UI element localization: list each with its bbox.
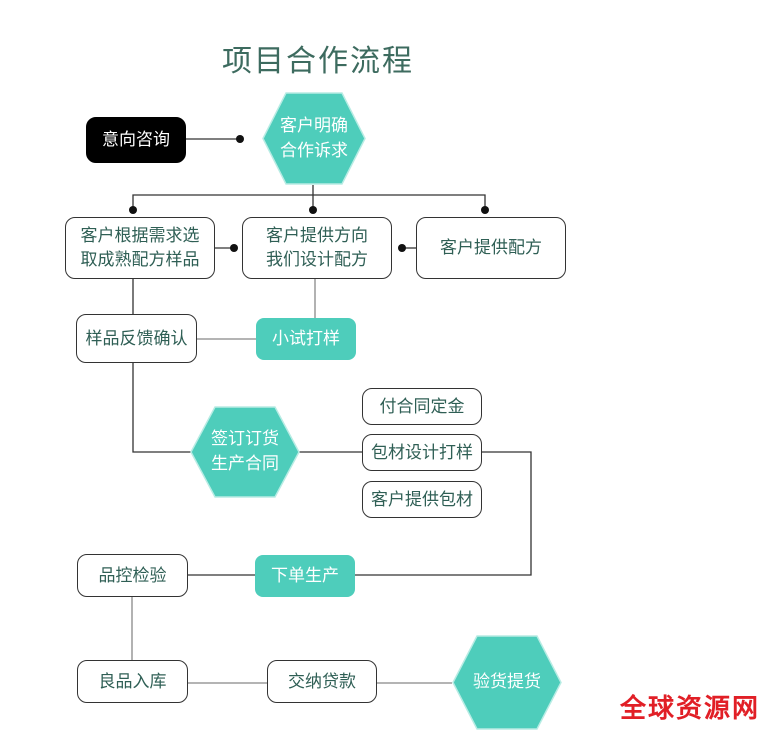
node-label: 我们设计配方 [266, 250, 368, 270]
hexagon-shape [452, 635, 562, 730]
connector-dot [129, 206, 137, 214]
node-label: 样品反馈确认 [85, 328, 188, 349]
node-sign-contract[interactable]: 签订订货生产合同 [190, 406, 300, 498]
node-client-packaging[interactable]: 客户提供包材 [362, 481, 482, 518]
node-label: 品控检验 [98, 565, 167, 586]
node-pay-deposit[interactable]: 付合同定金 [362, 388, 482, 425]
node-label: 生产合同 [211, 454, 279, 474]
node-label: 包材设计打样 [371, 442, 473, 463]
node-packaging-design[interactable]: 包材设计打样 [362, 434, 482, 471]
node-label: 下单生产 [271, 566, 339, 586]
node-provide-formula[interactable]: 客户提供配方 [416, 217, 566, 279]
node-label: 客户提供方向 [266, 226, 368, 246]
node-label: 客户提供包材 [371, 489, 473, 510]
node-label: 客户根据需求选 [80, 226, 200, 246]
connector-feedback-contract [132, 363, 192, 453]
node-payment[interactable]: 交纳贷款 [267, 660, 377, 703]
connector-dot [309, 206, 317, 214]
node-trial-sample[interactable]: 小试打样 [256, 318, 356, 360]
node-warehouse[interactable]: 良品入库 [77, 660, 188, 703]
connector-dot [481, 206, 489, 214]
node-label: 小试打样 [272, 329, 340, 349]
node-inquiry[interactable]: 意向咨询 [86, 117, 186, 163]
node-label: 验货提货 [473, 672, 541, 692]
hexagon-shape [262, 92, 366, 185]
node-clarify[interactable]: 客户明确合作诉求 [262, 92, 366, 185]
node-label: 意向咨询 [102, 130, 170, 150]
connector-dot [230, 244, 238, 252]
node-label: 取成熟配方样品 [80, 250, 200, 270]
node-label: 付合同定金 [379, 396, 465, 417]
page-title: 项目合作流程 [222, 44, 414, 79]
node-sample-feedback[interactable]: 样品反馈确认 [76, 314, 197, 363]
node-delivery[interactable]: 验货提货 [452, 635, 562, 730]
node-quality-check[interactable]: 品控检验 [77, 554, 188, 597]
connector-packaging-production [355, 451, 532, 576]
hexagon-shape [190, 406, 300, 498]
node-label: 客户明确 [280, 115, 348, 136]
node-production[interactable]: 下单生产 [255, 555, 355, 597]
node-label: 签订订货 [211, 429, 279, 449]
watermark: 全球资源网 [620, 694, 761, 724]
node-label: 客户提供配方 [440, 238, 542, 258]
connector-dot [236, 135, 244, 143]
connector-branch-bar [132, 194, 486, 210]
node-direction-design[interactable]: 客户提供方向我们设计配方 [242, 217, 392, 279]
node-label: 合作诉求 [280, 140, 348, 161]
node-select-sample[interactable]: 客户根据需求选取成熟配方样品 [65, 217, 215, 279]
node-label: 交纳贷款 [288, 671, 356, 692]
connector-dot [398, 244, 406, 252]
node-label: 良品入库 [98, 671, 167, 692]
